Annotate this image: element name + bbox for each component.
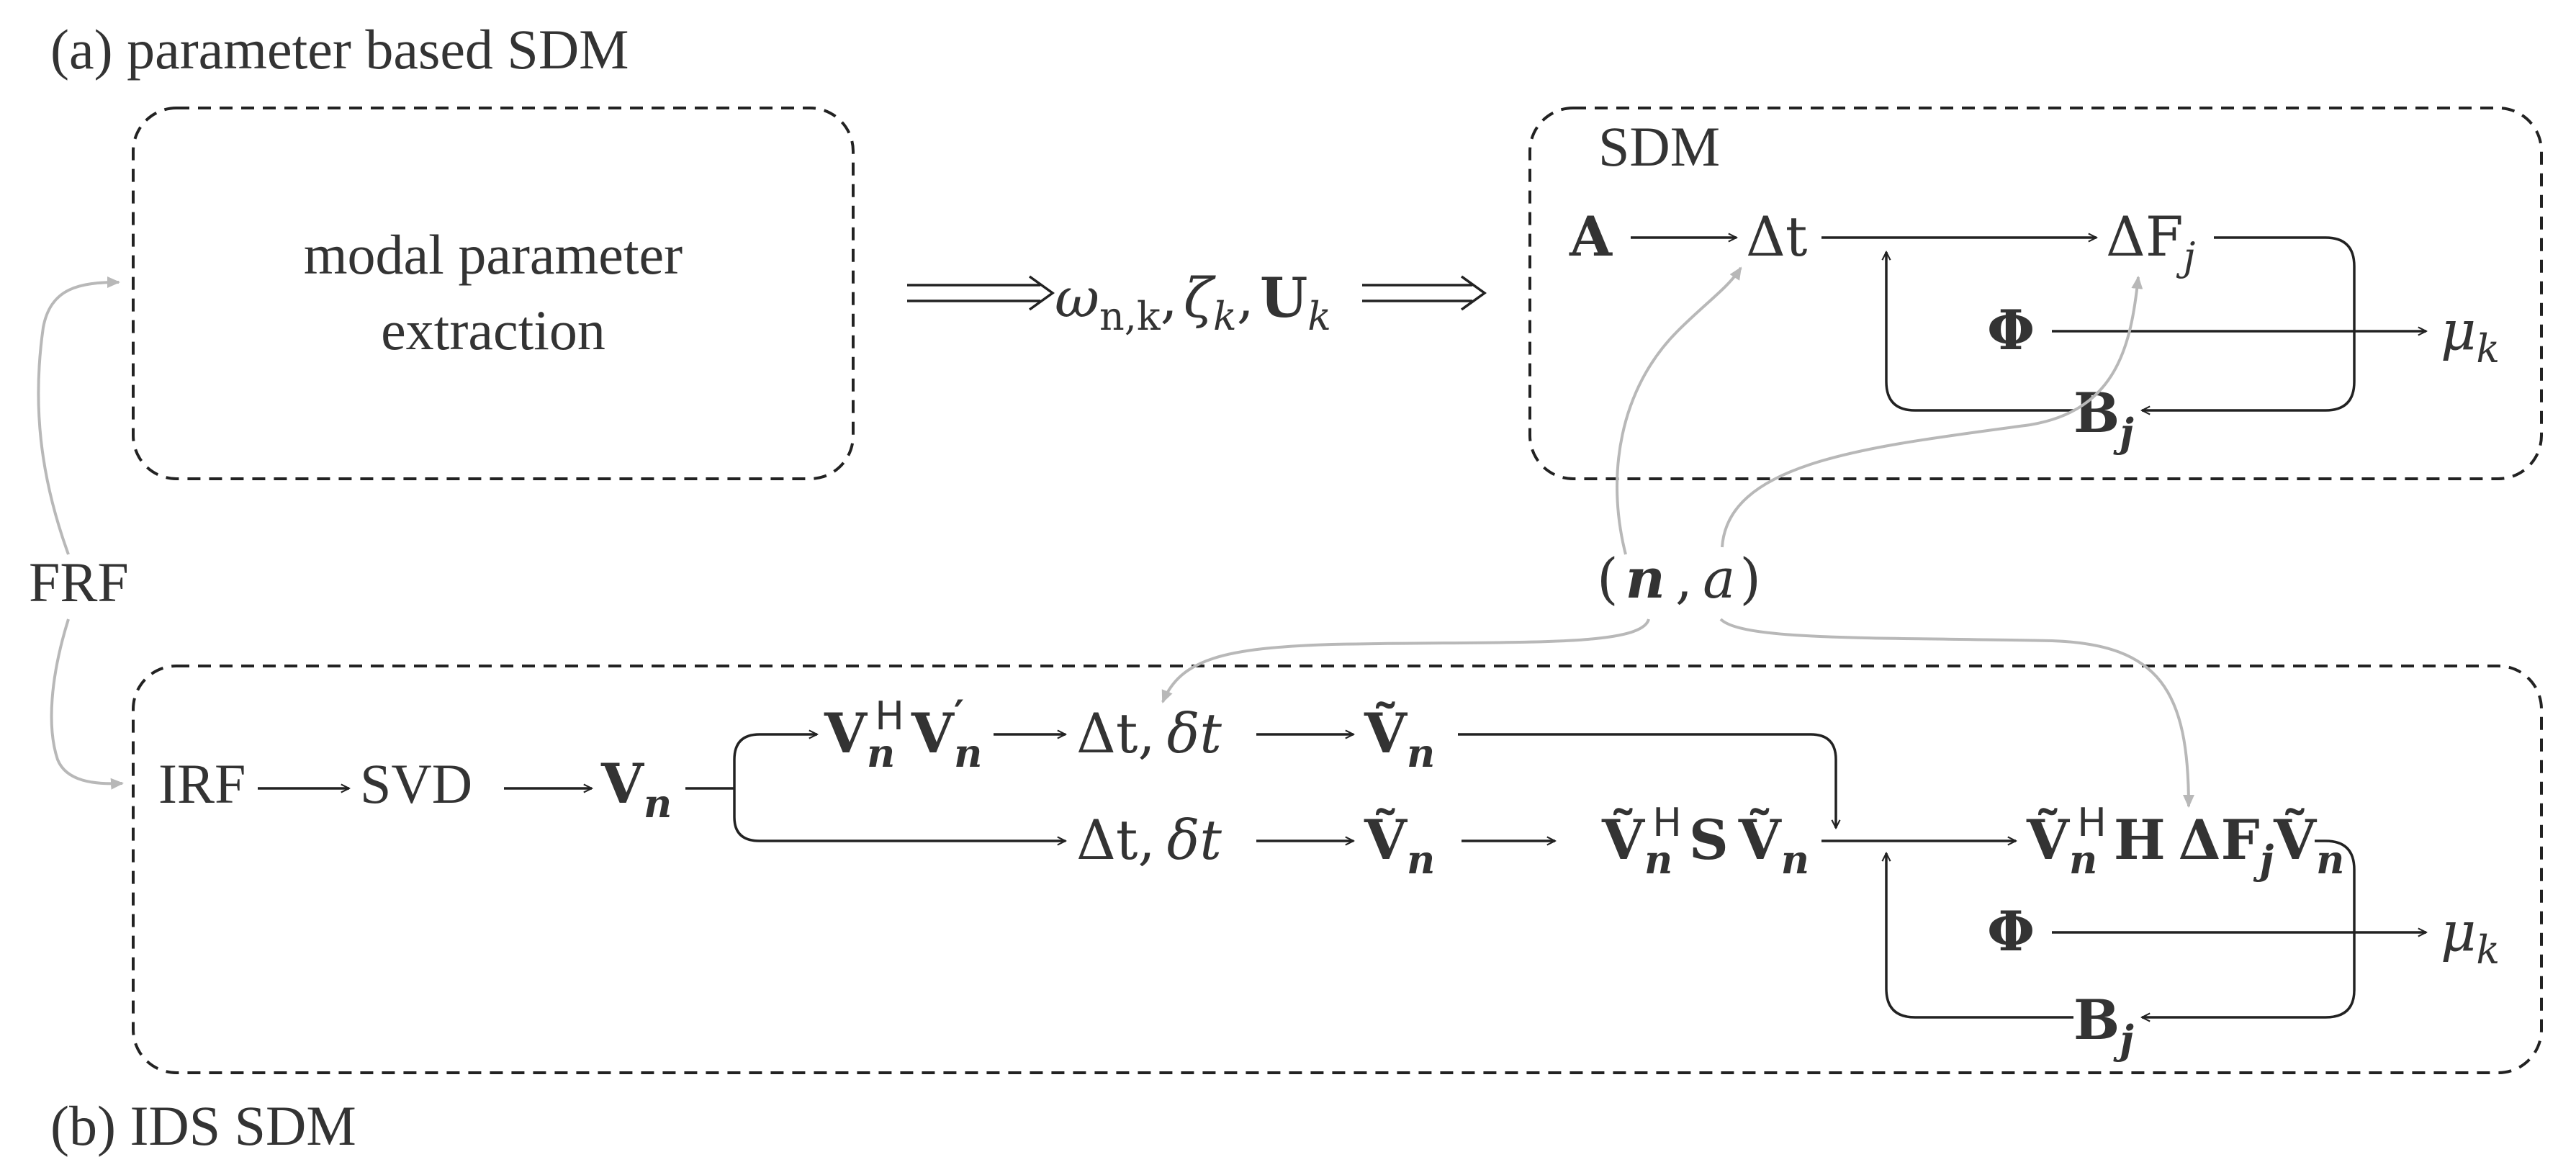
arrow-B-to-merge: [1886, 853, 2073, 1019]
modal-parameters-label: ωn,k,ζk,Uk: [1055, 266, 1331, 339]
frf-to-modal-arrow: [37, 276, 120, 555]
arrow-Vtilde-upper-to-merge: [1458, 733, 1836, 828]
n-to-ids-dt-arrow: [1161, 618, 1650, 703]
sdm-dF: ΔFj: [2106, 204, 2195, 279]
ids-Vn: Vn: [600, 752, 672, 827]
sdm-Phi: Φ: [1987, 298, 2035, 362]
sdm-box: [1528, 107, 2543, 480]
a-to-ids-dF-arrow: [1719, 618, 2194, 808]
arrow-dF-loop-to-B: [2142, 236, 2356, 410]
branch-upper: [733, 734, 817, 788]
branch-lower: [733, 788, 1066, 841]
ids-mu: μk: [2441, 899, 2500, 973]
frf-to-irf-arrow: [50, 618, 124, 790]
arrow-B-to-dt: [1886, 252, 2073, 412]
frf-label: FRF: [29, 551, 129, 613]
ids-Vtilde-lower: Ṽn: [1364, 807, 1435, 883]
a-to-sdm-dF-arrow: [1721, 276, 2143, 548]
sdm-title: SDM: [1598, 115, 1720, 178]
sdm-dt: Δt: [1746, 204, 1807, 269]
ids-B: Bj: [2073, 988, 2134, 1063]
panel-b-label: (b) IDS SDM: [50, 1094, 356, 1157]
modal-extraction-box: [132, 107, 855, 480]
sdm-A: A: [1569, 204, 1613, 269]
n-a-parameters: (n,a): [1597, 546, 1761, 611]
panel-a-label: (a) parameter based SDM: [50, 18, 629, 81]
n-to-sdm-dt-arrow: [1616, 266, 1742, 555]
arrow-projected-loop-to-B: [2142, 839, 2356, 1017]
ids-dt-deltat-lower: Δt,δt: [1076, 808, 1222, 872]
ids-IRF: IRF: [158, 752, 246, 815]
extraction-label: extraction: [381, 299, 605, 361]
ids-SVD: SVD: [360, 752, 472, 815]
modal-parameter-label: modal parameter: [304, 223, 683, 286]
ids-Vtilde-upper: Ṽn: [1364, 701, 1435, 776]
ids-Phi: Φ: [1987, 899, 2035, 963]
sdm-mu: μk: [2441, 298, 2500, 372]
double-arrow-left: [907, 275, 1055, 311]
sdm-B: Bj: [2073, 381, 2134, 456]
ids-sdm-box: [132, 665, 2543, 1074]
ids-dt-deltat-upper: Δt,δt: [1076, 701, 1222, 765]
double-arrow-right: [1362, 275, 1487, 311]
